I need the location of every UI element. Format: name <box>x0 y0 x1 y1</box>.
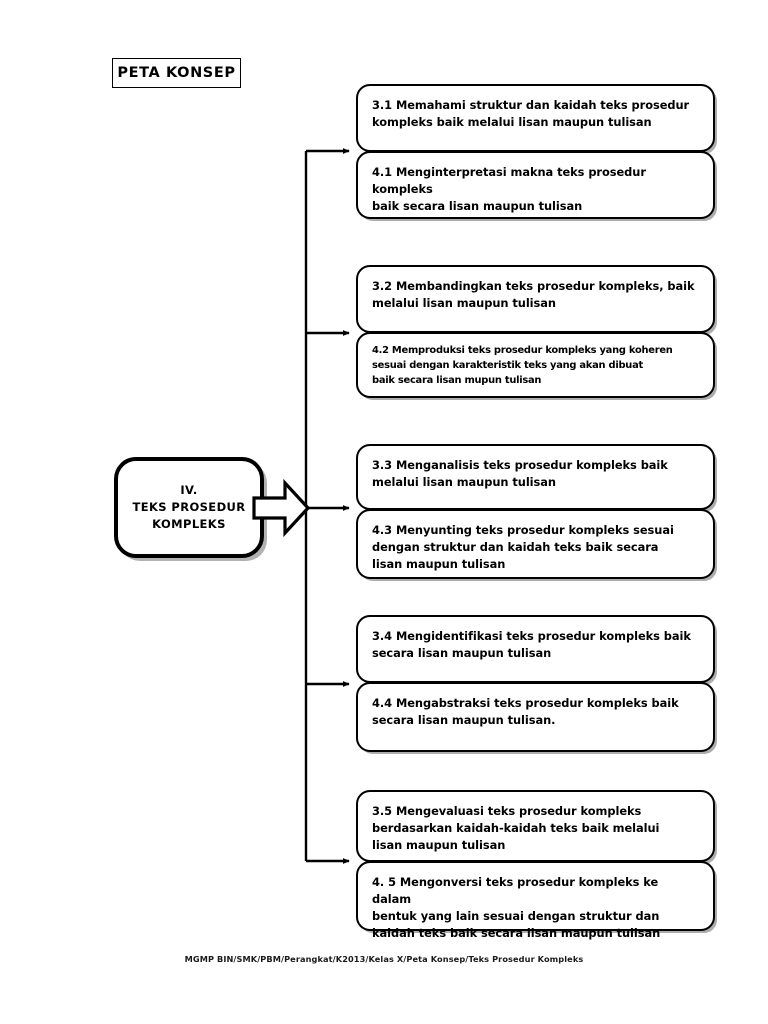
objective-text-4-3: 4.3 Menyunting teks prosedur kompleks se… <box>372 523 674 572</box>
objective-box-4-1[interactable]: 4.1 Menginterpretasi makna teks prosedur… <box>356 151 715 219</box>
center-node[interactable]: IV. TEKS PROSEDUR KOMPLEKS <box>114 457 264 558</box>
objective-box-4-3[interactable]: 4.3 Menyunting teks prosedur kompleks se… <box>356 509 715 579</box>
objective-box-3-1[interactable]: 3.1 Memahami struktur dan kaidah teks pr… <box>356 84 715 152</box>
objective-text-3-3: 3.3 Menganalisis teks prosedur kompleks … <box>372 458 668 490</box>
objective-text-3-4: 3.4 Mengidentifikasi teks prosedur kompl… <box>372 629 691 661</box>
objective-text-4-5: 4. 5 Mengonversi teks prosedur kompleks … <box>372 875 661 941</box>
objective-box-4-5[interactable]: 4. 5 Mengonversi teks prosedur kompleks … <box>356 861 715 940</box>
objective-box-3-5[interactable]: 3.5 Mengevaluasi teks prosedur kompleks … <box>356 790 715 862</box>
footer: MGMP BIN/SMK/PBM/Perangkat/K2013/Kelas X… <box>0 949 768 967</box>
objective-text-3-1: 3.1 Memahami struktur dan kaidah teks pr… <box>372 98 690 130</box>
page-title: PETA KONSEP <box>117 64 236 81</box>
objective-box-4-4[interactable]: 4.4 Mengabstraksi teks prosedur kompleks… <box>356 682 715 752</box>
center-node-label: IV. TEKS PROSEDUR KOMPLEKS <box>132 483 246 531</box>
objective-text-4-4: 4.4 Mengabstraksi teks prosedur kompleks… <box>372 696 679 728</box>
page-title-plate: PETA KONSEP <box>112 58 241 88</box>
objective-text-3-2: 3.2 Membandingkan teks prosedur kompleks… <box>372 279 695 311</box>
objective-box-3-2[interactable]: 3.2 Membandingkan teks prosedur kompleks… <box>356 265 715 333</box>
footer-path-text: MGMP BIN/SMK/PBM/Perangkat/K2013/Kelas X… <box>184 954 584 964</box>
objective-box-4-2[interactable]: 4.2 Memproduksi teks prosedur kompleks y… <box>356 332 715 398</box>
objective-text-3-5: 3.5 Mengevaluasi teks prosedur kompleks … <box>372 804 660 853</box>
block-arrow-right-icon <box>252 478 310 538</box>
objective-text-4-2: 4.2 Memproduksi teks prosedur kompleks y… <box>372 345 673 387</box>
objective-box-3-3[interactable]: 3.3 Menganalisis teks prosedur kompleks … <box>356 444 715 510</box>
objective-text-4-1: 4.1 Menginterpretasi makna teks prosedur… <box>372 165 646 214</box>
objective-box-3-4[interactable]: 3.4 Mengidentifikasi teks prosedur kompl… <box>356 615 715 683</box>
